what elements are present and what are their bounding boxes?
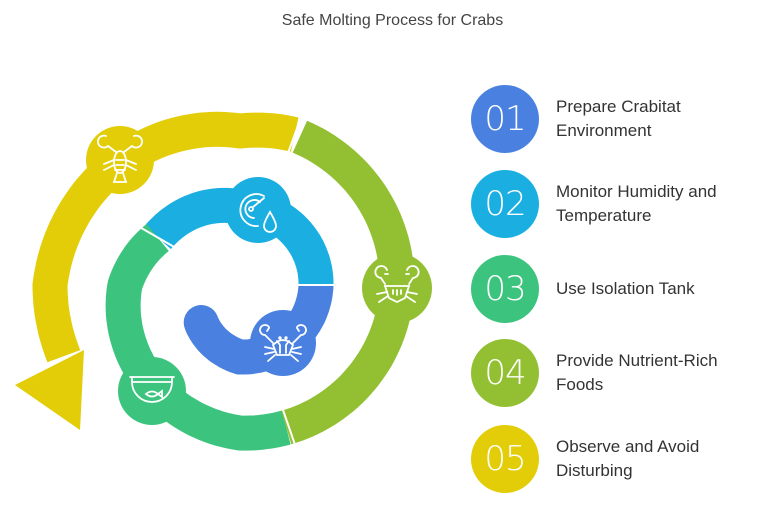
spiral-diagram — [15, 111, 432, 451]
segment-divider — [140, 227, 175, 248]
step-label: Provide Nutrient-Rich Foods — [556, 351, 718, 394]
segment-divider — [281, 408, 296, 446]
step-number-badge: 04 — [471, 339, 539, 407]
step-number-badge: 05 — [471, 425, 539, 493]
step-2: 02 Monitor Humidity and Temperature — [471, 170, 770, 238]
step-label: Use Isolation Tank — [556, 279, 695, 298]
diagram-title: Safe Molting Process for Crabs — [281, 12, 504, 29]
crab-icon — [250, 310, 316, 376]
step-5: 05 Observe and Avoid Disturbing — [471, 425, 770, 493]
crab-food-icon — [362, 253, 432, 323]
step-label: Prepare Crabitat Environment — [556, 97, 681, 140]
segment-divider — [287, 116, 303, 153]
lobster-icon — [86, 126, 154, 194]
step-label: Observe and Avoid Disturbing — [556, 437, 700, 480]
step-label: Monitor Humidity and Temperature — [556, 182, 717, 225]
step-number-badge: 02 — [471, 170, 539, 238]
step-1: 01 Prepare Crabitat Environment — [471, 85, 770, 153]
step-4: 04 Provide Nutrient-Rich Foods — [471, 339, 770, 407]
fish-bowl-icon — [118, 357, 186, 425]
step-number-badge: 03 — [471, 255, 539, 323]
step-number-badge: 01 — [471, 85, 539, 153]
step-3: 03 Use Isolation Tank — [471, 255, 770, 323]
arrow-head — [15, 350, 84, 430]
humidity-gauge-icon — [225, 177, 291, 243]
